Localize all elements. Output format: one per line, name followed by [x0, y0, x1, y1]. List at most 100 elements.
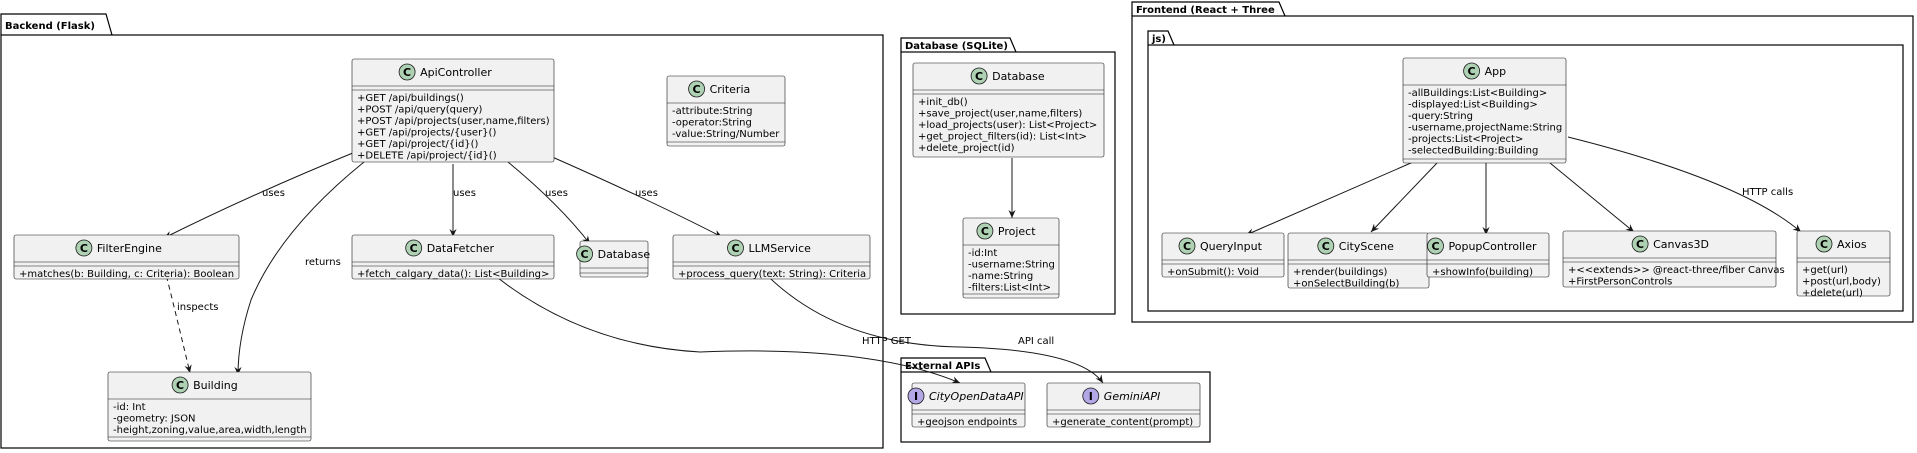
- badge-letter: C: [693, 83, 701, 96]
- badge-letter: C: [176, 379, 184, 392]
- class-member: +save_project(user,name,filters): [918, 109, 1082, 120]
- class-badge-icon: [1631, 235, 1649, 253]
- class-member: -username,projectName:String: [1408, 123, 1562, 134]
- badge-letter: C: [1636, 238, 1644, 251]
- class-box-database: [912, 62, 1105, 158]
- edge-llm-to-gemini: [756, 264, 1104, 384]
- class-box-building: [107, 371, 312, 442]
- class-member: +render(buildings): [1293, 267, 1388, 278]
- class-badge-icon: [405, 239, 423, 257]
- badge-letter: C: [1183, 240, 1191, 253]
- edge-label-http-calls: HTTP calls: [1742, 187, 1793, 198]
- class-badge-icon: [1427, 237, 1444, 255]
- class-name: Canvas3D: [1653, 238, 1709, 251]
- class-member: -geometry: JSON: [113, 414, 196, 425]
- edge-label-uses-database: uses: [545, 188, 568, 199]
- class-member: +get_project_filters(id): List<Int>: [918, 132, 1087, 143]
- edge-label-returns: returns: [305, 257, 341, 268]
- class-member: -allBuildings:List<Building>: [1408, 88, 1547, 99]
- class-member: -attribute:String: [672, 106, 752, 117]
- class-criteria: C Criteria -attribute:String-operator:Stri…: [666, 75, 786, 147]
- class-name: QueryInput: [1200, 240, 1263, 253]
- relations: [159, 136, 1802, 384]
- class-llm-service: C LLMService +process_query(text: String):…: [672, 234, 871, 280]
- edge-app-to-axios: [1567, 136, 1802, 233]
- class-member: +process_query(text: String): Criteria: [678, 269, 866, 280]
- class-member: -username:String: [968, 260, 1055, 271]
- edge-label-inspects: inspects: [177, 302, 218, 313]
- class-badge-icon: [727, 239, 744, 257]
- badge-letter: C: [1468, 65, 1476, 78]
- class-name: Criteria: [710, 83, 751, 96]
- class-name: CityOpenDataAPI: [929, 390, 1024, 403]
- edge-api-to-database: [507, 161, 591, 245]
- class-member: -value:String/Number: [672, 129, 780, 140]
- class-member: +get(url): [1802, 265, 1848, 276]
- badge-letter: C: [731, 242, 739, 255]
- package-title-frontend: Frontend (React + Three: [1136, 5, 1275, 16]
- class-member: +init_db(): [918, 97, 968, 108]
- edge-app-to-queryinput: [1245, 158, 1421, 236]
- interface-badge-icon: [1082, 387, 1100, 405]
- class-member: +fetch_calgary_data(): List<Building>: [357, 269, 549, 280]
- class-member: +onSubmit(): Void: [1167, 267, 1259, 278]
- class-badge-icon: [1317, 237, 1335, 255]
- badge-letter: C: [1820, 238, 1828, 251]
- class-name: Axios: [1837, 238, 1867, 251]
- edge-api-to-filterengine: [163, 149, 361, 239]
- edge-api-to-building: [234, 161, 365, 376]
- class-name: DataFetcher: [427, 242, 495, 255]
- class-member: +FirstPersonControls: [1568, 277, 1672, 288]
- class-member: +generate_content(prompt): [1052, 417, 1193, 428]
- class-member: +POST /api/projects(user,name,filters): [357, 116, 550, 127]
- class-member: -operator:String: [672, 118, 752, 129]
- class-name: FilterEngine: [97, 242, 162, 255]
- class-member: +<<extends>> @react-three/fiber Canvas: [1568, 265, 1785, 276]
- class-member: +post(url,body): [1802, 277, 1881, 288]
- badge-letter: C: [1431, 240, 1439, 253]
- class-badge-icon: [1463, 62, 1480, 80]
- class-badge-icon: [171, 376, 189, 394]
- class-canvas3d: C Canvas3D +<<extends>> @react-three/fiber…: [1562, 230, 1785, 288]
- class-box-canvas3d: [1562, 230, 1777, 288]
- package-frontend: Frontend (React + Three: [1131, 1, 1914, 323]
- class-box-data-fetcher: [351, 234, 555, 280]
- class-name: LLMService: [749, 242, 812, 255]
- edge-label-uses-llm: uses: [635, 188, 658, 199]
- interface-badge-icon: [907, 387, 925, 405]
- edge-api-to-llmservice: [549, 155, 723, 238]
- class-box-llm-service: [672, 234, 871, 280]
- badge-letter: I: [914, 390, 918, 403]
- class-member: +GET /api/buildings(): [357, 93, 464, 104]
- edge-label-uses-fetcher: uses: [453, 188, 476, 199]
- package-backend: Backend (Flask): [0, 13, 884, 449]
- class-member: -displayed:List<Building>: [1408, 100, 1538, 111]
- badge-letter: C: [80, 242, 88, 255]
- edge-label-uses-filter: uses: [262, 188, 285, 199]
- class-box-filter-engine: [13, 234, 240, 280]
- class-name: App: [1485, 65, 1507, 78]
- class-member: +DELETE /api/project/{id}(): [357, 151, 497, 162]
- package-title-external-apis: External APIs: [905, 361, 980, 372]
- edge-datafetcher-to-cityopendata: [481, 264, 961, 384]
- package-title-js: js): [1151, 34, 1166, 45]
- class-badge-icon: [1178, 237, 1196, 255]
- badge-letter: C: [1322, 240, 1330, 253]
- class-member: +onSelectBuilding(b): [1293, 279, 1400, 290]
- class-name: ApiController: [420, 66, 492, 79]
- class-badge-icon: [976, 222, 994, 240]
- class-badge-icon: [688, 80, 705, 98]
- badge-letter: C: [581, 248, 589, 261]
- badge-letter: I: [1089, 390, 1093, 403]
- class-box-app: [1402, 57, 1567, 164]
